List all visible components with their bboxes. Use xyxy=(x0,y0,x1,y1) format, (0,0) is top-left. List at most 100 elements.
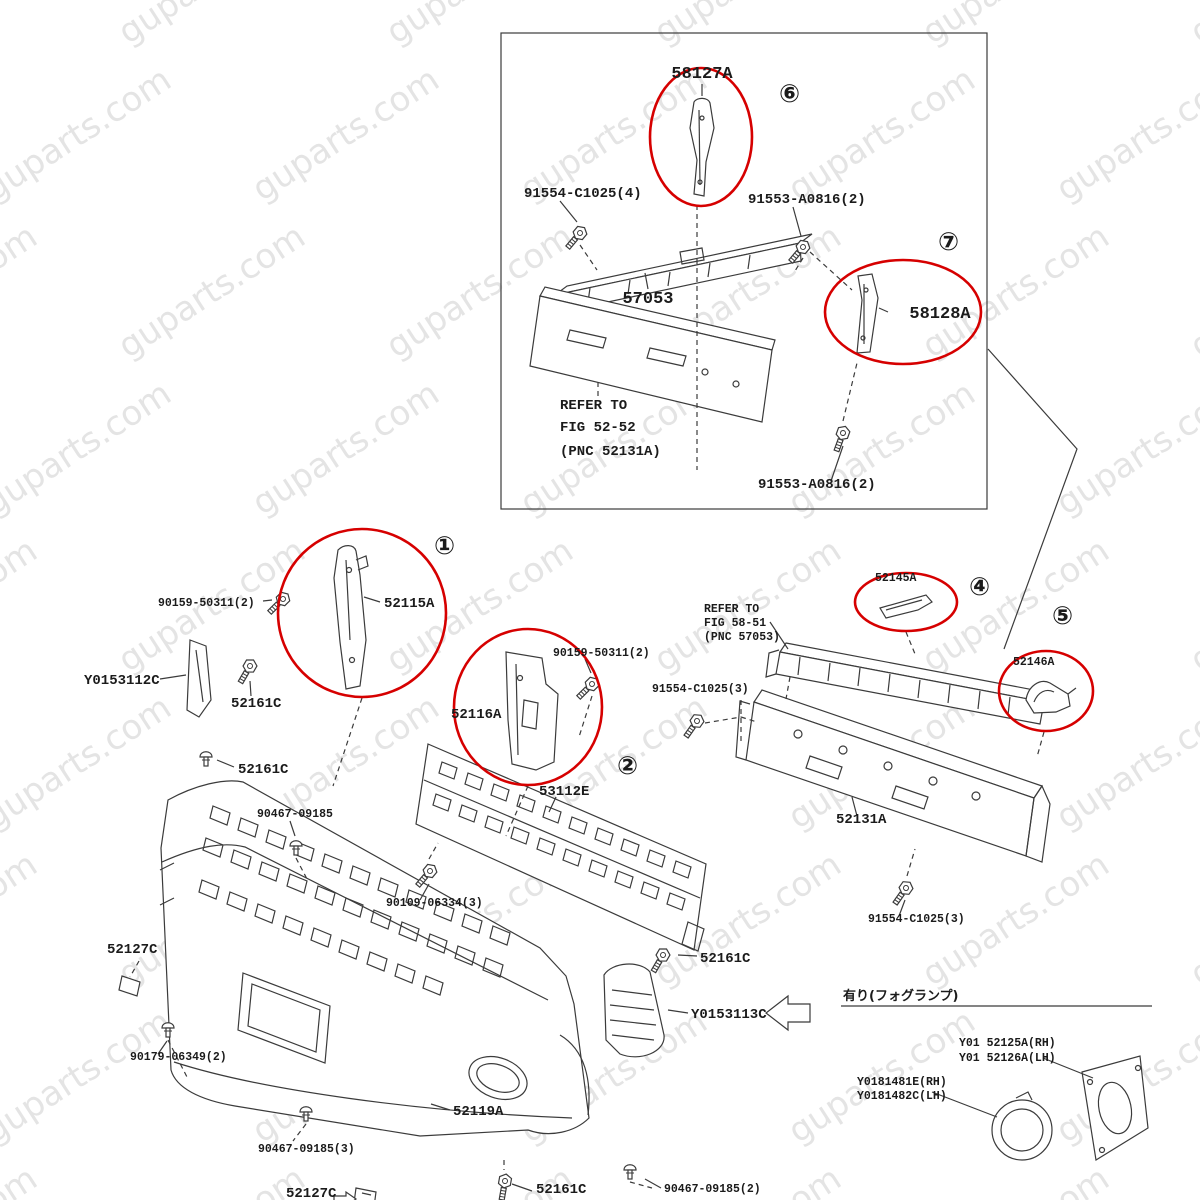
label-52115a: 52115A xyxy=(384,596,435,612)
watermark-text: guparts.com xyxy=(0,530,44,680)
watermark-text: guparts.com xyxy=(245,373,446,523)
callout-5: ⑤ xyxy=(1052,601,1073,630)
label-52161c-1: 52161C xyxy=(231,696,282,712)
inset-connector-line xyxy=(987,348,1078,650)
strip-y0153112c-drawing xyxy=(186,639,212,718)
label-58127a: 58127A xyxy=(671,65,733,84)
watermark-text: guparts.com xyxy=(915,1158,1116,1200)
label-fig-58-51: FIG 58-51 xyxy=(704,617,766,630)
watermark-text: guparts.com xyxy=(647,0,848,53)
watermark-text: guparts.com xyxy=(0,687,178,837)
callout-1: ① xyxy=(434,531,455,560)
label-fig-52-52: FIG 52-52 xyxy=(560,420,636,436)
watermark-text: guparts.com xyxy=(379,0,580,53)
watermark-text: guparts.com xyxy=(111,216,312,366)
left-arrow-icon xyxy=(765,994,811,1032)
label-91553-a0816-2-top: 91553-A0816(2) xyxy=(748,192,866,208)
watermark-text: guparts.com xyxy=(111,0,312,53)
label-y01-52125a-rh: Y01 52125A(RH) xyxy=(959,1037,1056,1050)
label-90179-06349-2: 90179-06349(2) xyxy=(130,1051,227,1064)
label-52146a: 52146A xyxy=(1013,656,1055,669)
watermark-text: guparts.com xyxy=(1183,1158,1200,1200)
label-52161c-2: 52161C xyxy=(238,762,289,778)
label-52127c-bottom: 52127C xyxy=(286,1186,337,1200)
label-52127c-top: 52127C xyxy=(107,942,158,958)
callout-6: ⑥ xyxy=(779,79,800,108)
callout-4: ④ xyxy=(969,572,990,601)
reinforcement-52131a-drawing xyxy=(735,689,1051,863)
highlight-58127a xyxy=(648,66,754,208)
label-53112e: 53112E xyxy=(539,784,589,800)
highlight-58128a xyxy=(823,258,983,366)
fog-lamp-unit-drawing xyxy=(991,1091,1053,1161)
callout-7: ⑦ xyxy=(938,227,959,256)
watermark-text: guparts.com xyxy=(0,59,178,209)
label-90467-09185-2: 90467-09185(2) xyxy=(664,1183,761,1196)
label-52145a: 52145A xyxy=(875,572,917,585)
bracket-52116a-drawing xyxy=(505,651,559,771)
watermark-text: guparts.com xyxy=(1049,59,1200,209)
label-refer-to-2: REFER TO xyxy=(704,603,759,616)
callout-2: ② xyxy=(617,751,638,780)
label-90467-09185: 90467-09185 xyxy=(257,808,333,821)
watermark-text: guparts.com xyxy=(1049,373,1200,523)
highlight-52116a xyxy=(452,627,604,787)
watermark-text: guparts.com xyxy=(245,59,446,209)
label-52131a: 52131A xyxy=(836,812,887,828)
part-labels: 58127A ⑥ 91554-C1025(4) 91553-A0816(2) 5… xyxy=(84,65,1073,1200)
highlight-52115a xyxy=(276,527,448,699)
label-57053: 57053 xyxy=(622,290,673,309)
label-90467-09185-3: 90467-09185(3) xyxy=(258,1143,355,1156)
watermark-text: guparts.com xyxy=(0,373,178,523)
clip-52127c-top-drawing xyxy=(118,975,141,997)
label-52116a: 52116A xyxy=(451,707,502,723)
watermark-text: guparts.com xyxy=(0,1158,44,1200)
label-91554-c1025-3-left: 91554-C1025(3) xyxy=(652,683,749,696)
label-y0153112c: Y0153112C xyxy=(84,673,160,689)
support-bar-57053-ref-drawing xyxy=(765,642,1052,725)
bracket-52145a-drawing xyxy=(879,594,933,619)
label-y0181482c-lh: Y0181482C(LH) xyxy=(857,1090,947,1103)
construction-lines xyxy=(129,205,1045,1189)
watermark-text: guparts.com xyxy=(0,216,44,366)
watermark-text: guparts.com xyxy=(1183,844,1200,994)
leader-lines xyxy=(157,84,1094,1192)
watermark-text: guparts.com xyxy=(1183,530,1200,680)
inset-drawing xyxy=(529,97,879,454)
label-90159-50311-2-mid: 90159-50311(2) xyxy=(553,647,650,660)
label-pnc-52131a: (PNC 52131A) xyxy=(560,444,661,460)
label-91554-c1025-4: 91554-C1025(4) xyxy=(524,186,642,202)
grille-53112e-drawing xyxy=(415,743,707,952)
highlight-52145a xyxy=(853,571,959,633)
inset-box-border xyxy=(500,32,988,510)
bumper-52119a-drawing xyxy=(159,780,590,1137)
watermark-text: guparts.com xyxy=(1049,687,1200,837)
label-52119a: 52119A xyxy=(453,1104,504,1120)
watermark-text: guparts.com xyxy=(0,844,44,994)
clip-icon xyxy=(199,751,213,767)
watermark-text: guparts.com xyxy=(111,1158,312,1200)
watermark-text: guparts.com xyxy=(1183,216,1200,366)
fog-cover-y0153113c-drawing xyxy=(603,963,665,1058)
label-52161c-4: 52161C xyxy=(536,1182,587,1198)
watermark-text: guparts.com xyxy=(0,1001,178,1151)
watermark-text: guparts.com xyxy=(781,373,982,523)
diagram-drawing xyxy=(118,32,1152,1200)
highlight-52146a xyxy=(997,649,1095,733)
label-fog-option-header: 有り(フォグランプ) xyxy=(843,988,959,1004)
label-52161c-3: 52161C xyxy=(700,951,751,967)
label-refer-to-1: REFER TO xyxy=(560,398,627,414)
watermark-text: guparts.com xyxy=(1183,0,1200,53)
label-91554-c1025-3-right: 91554-C1025(3) xyxy=(868,913,965,926)
label-y0153113c: Y0153113C xyxy=(691,1007,767,1023)
right-arrow-icon xyxy=(333,1190,358,1200)
watermark-text: guparts.com xyxy=(915,0,1116,53)
clip-52127c-bottom-drawing xyxy=(353,1187,377,1200)
label-58128a: 58128A xyxy=(909,305,971,324)
watermark-text: guparts.com xyxy=(781,59,982,209)
label-y0181481e-rh: Y0181481E(RH) xyxy=(857,1076,947,1089)
screw-icon xyxy=(234,656,260,687)
bracket-52146a-drawing xyxy=(1025,680,1077,714)
